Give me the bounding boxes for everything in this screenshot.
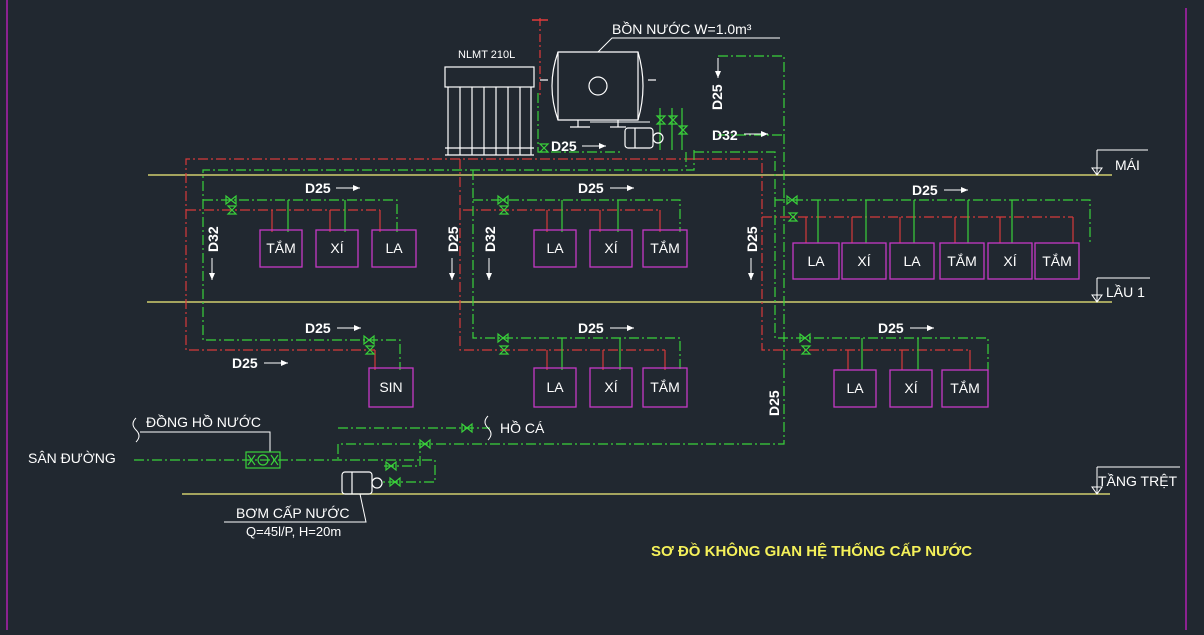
pipe-size-label: D25	[445, 226, 461, 252]
pipe-size-label: D25	[744, 226, 760, 252]
fixture-label: XÍ	[604, 240, 617, 256]
solar-heater	[444, 66, 535, 156]
pipe-size-label: D32	[712, 127, 738, 143]
pipe-size-label: D25	[709, 84, 725, 110]
fixture-label: LA	[903, 253, 921, 269]
pipe-size-label: D25	[232, 355, 258, 371]
fixture-label: XÍ	[857, 253, 870, 269]
fixture-label: TẮM	[650, 239, 680, 256]
ground-pump	[341, 471, 383, 495]
fixture-label: LA	[546, 240, 564, 256]
fixture-box	[371, 229, 417, 268]
pipe-size-label: D25	[305, 320, 331, 336]
fixture-box	[533, 229, 577, 268]
pipe-size-label: D25	[912, 182, 938, 198]
pipe-size-label: D25	[551, 138, 577, 154]
meter-leader	[140, 431, 271, 452]
pump-leader	[224, 493, 367, 523]
level-markers	[1091, 149, 1180, 495]
fixture-label: TẮM	[266, 239, 296, 256]
fixture-box	[833, 369, 877, 408]
fixture-boxes	[259, 229, 1080, 408]
fixture-label: LA	[807, 253, 825, 269]
fishpond-break	[484, 415, 492, 441]
fixture-box	[987, 242, 1033, 280]
fixture-label: SIN	[379, 379, 402, 395]
fixture-box	[368, 367, 414, 408]
hot-branches	[271, 210, 1074, 370]
pipe-size-label: D25	[766, 390, 782, 416]
fixture-box	[589, 229, 633, 268]
fixture-label: LA	[846, 380, 864, 396]
fixture-label: XÍ	[330, 240, 343, 256]
pipe-size-label: D32	[205, 226, 221, 252]
pipe-size-label: D25	[878, 320, 904, 336]
hot-water-pipes	[185, 158, 1073, 351]
pipe-size-label: D25	[578, 320, 604, 336]
solar-heater-label: NLMT 210L	[458, 49, 515, 61]
fixture-box	[889, 369, 933, 408]
tank-label-leader	[597, 37, 780, 53]
fixture-label: TẮM	[947, 252, 977, 269]
fixture-box	[792, 242, 840, 280]
tank-label: BỒN NƯỚC W=1.0m³	[612, 20, 752, 37]
fixture-label: TẮM	[950, 379, 980, 396]
fixture-box	[642, 367, 688, 408]
level-floor1-label: LẦU 1	[1106, 284, 1145, 300]
street-label: SÂN ĐƯỜNG	[28, 450, 116, 466]
fixture-box	[642, 229, 688, 268]
roof-pump	[624, 127, 664, 149]
fishpond-label: HỒ CÁ	[500, 419, 545, 436]
fixture-label: XÍ	[1003, 253, 1016, 269]
meter-break	[132, 417, 140, 443]
meter-label: ĐỒNG HỒ NƯỚC	[146, 413, 261, 430]
fixture-box	[259, 229, 303, 268]
fixture-label: LA	[385, 240, 403, 256]
valves	[225, 115, 812, 488]
floor-lines	[147, 174, 1112, 495]
fixture-box	[941, 369, 989, 408]
level-ground-label: TẦNG TRỆT	[1098, 473, 1178, 489]
water-tank	[540, 51, 656, 128]
fixture-box	[1034, 242, 1080, 280]
pipe-size-label: D25	[578, 180, 604, 196]
fixture-box	[939, 242, 985, 280]
fixture-label: XÍ	[904, 380, 917, 396]
pipe-size-label: D32	[482, 226, 498, 252]
water-meter	[245, 451, 281, 469]
fixture-label: TẮM	[1042, 252, 1072, 269]
pump-spec: Q=45l/P, H=20m	[246, 524, 341, 539]
cold-water-pipes	[134, 55, 1091, 483]
fixture-label: XÍ	[604, 379, 617, 395]
level-roof-label: MÁI	[1115, 157, 1140, 173]
pipe-size-label: D25	[305, 180, 331, 196]
fixture-label: LA	[546, 379, 564, 395]
pump-label: BƠM CẤP NƯỚC	[236, 505, 350, 521]
fixture-box	[889, 242, 935, 280]
fixture-box	[533, 367, 577, 408]
diagram-title: SƠ ĐỒ KHÔNG GIAN HỆ THỐNG CẤP NƯỚC	[651, 542, 972, 560]
fixture-label: TẮM	[650, 378, 680, 395]
fixture-box	[315, 229, 359, 268]
fixture-box	[841, 242, 887, 280]
fixture-box	[589, 367, 633, 408]
